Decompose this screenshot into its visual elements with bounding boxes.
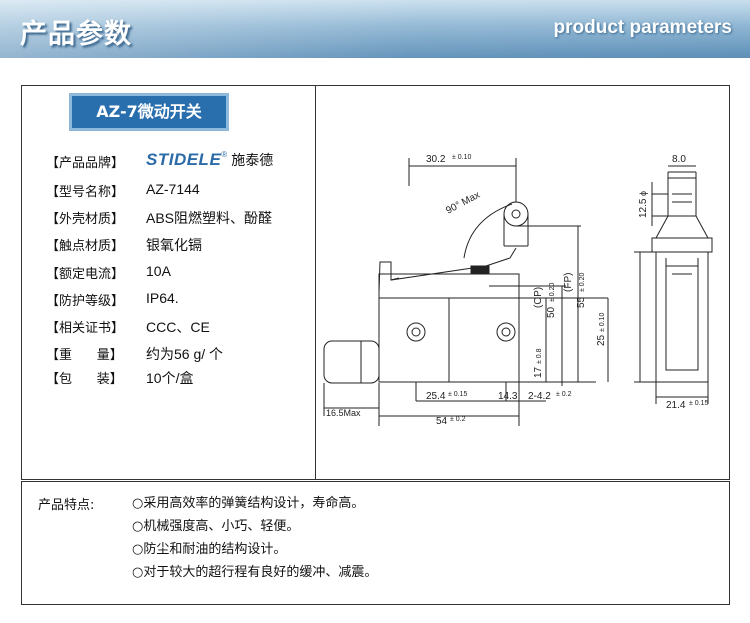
brand-registered-mark: ®	[221, 150, 228, 159]
spec-value: STIDELE®施泰德	[146, 150, 273, 170]
lever	[378, 247, 517, 293]
dim-h25: 25	[596, 334, 607, 346]
spec-label: 【额定电流】	[46, 267, 125, 282]
dim-h125-sym: ϕ	[638, 191, 648, 196]
features-panel: 产品特点: ○采用高效率的弹簧结构设计，寿命高。 ○机械强度高、小巧、轻便。 ○…	[21, 481, 730, 605]
dim-d254: 25.4	[426, 391, 446, 402]
dim-d16: 16.5Max	[326, 408, 361, 418]
plunger	[470, 265, 490, 275]
dim-fp-tol: ± 0.20	[579, 272, 586, 292]
side-view-body	[655, 252, 709, 383]
feature-item: ○防尘和耐油的结构设计。	[132, 542, 287, 557]
header-title-cn: 产品参数	[20, 19, 132, 50]
dim-angle: 90° Max	[444, 190, 482, 217]
terminal-block	[323, 340, 380, 384]
dim-h17: 17	[533, 366, 544, 378]
product-title: AZ-7微动开关	[69, 93, 229, 131]
dim-d242: 2-4.2	[528, 391, 551, 402]
mount-hole-right	[496, 322, 516, 342]
rotation-arc	[463, 203, 513, 259]
spec-label: 【外壳材质】	[46, 212, 125, 227]
spec-label: 【重 量】	[46, 348, 123, 363]
dim-h25-tol: ± 0.10	[599, 312, 606, 332]
dim-d254-tol: ± 0.15	[448, 391, 468, 398]
dim-top: 30.2	[426, 154, 446, 165]
header-title-en: product parameters	[553, 17, 732, 38]
dim-h125: 12.5	[638, 198, 649, 218]
dim-op-val: 50	[546, 306, 557, 318]
brand-logo: STIDELE	[146, 150, 222, 169]
spec-label: 【触点材质】	[46, 239, 125, 254]
dim-op-tol: ± 0.20	[549, 282, 556, 302]
spec-label: 【包 装】	[46, 372, 123, 387]
dim-fp-val: 55	[576, 296, 587, 308]
spec-label: 【相关证书】	[46, 321, 125, 336]
spec-value: 10个/盒	[146, 370, 194, 386]
spec-value: CCC、CE	[146, 319, 210, 335]
spec-value: IP64.	[146, 290, 179, 306]
dim-d143: 14.3	[498, 391, 518, 402]
mount-hole-left	[406, 322, 426, 342]
dim-op: (OP)	[533, 287, 544, 308]
dim-h17-tol: ± 0.8	[536, 348, 543, 364]
brand-name: 施泰德	[231, 153, 274, 169]
technical-drawing: 30.2 ± 0.10 90° Max (OP) 50 ± 0.20 (FP) …	[323, 154, 713, 427]
spec-value: AZ-7144	[146, 181, 200, 197]
spec-panel: AZ-7微动开关 【产品品牌】 STIDELE®施泰德 【型号名称】 AZ-71…	[21, 85, 730, 480]
panel-divider	[315, 86, 316, 479]
feature-item: ○采用高效率的弹簧结构设计，寿命高。	[132, 496, 365, 511]
spec-value: 10A	[146, 263, 171, 279]
dim-fp: (FP)	[563, 273, 574, 292]
side-view-bracket	[651, 237, 713, 253]
spec-label: 【产品品牌】	[46, 156, 125, 171]
spec-value: ABS阻燃塑料、酚醛	[146, 210, 273, 226]
dim-d54: 54	[436, 416, 448, 427]
spec-label: 【型号名称】	[46, 185, 125, 200]
features-label: 产品特点:	[38, 498, 95, 513]
dim-top-tol: ± 0.10	[452, 154, 472, 161]
spec-value: 银氧化镉	[146, 237, 202, 253]
dim-w8: 8.0	[672, 154, 686, 165]
dim-w214: 21.4	[666, 400, 686, 411]
dim-d54-tol: ± 0.2	[450, 416, 466, 423]
header-banner: 产品参数 product parameters	[0, 0, 750, 58]
spec-value: 约为56 g/ 个	[146, 346, 224, 362]
dim-w214-tol: ± 0.15	[689, 400, 709, 407]
spec-label: 【防护等级】	[46, 294, 125, 309]
dim-d242-tol: ± 0.2	[556, 391, 572, 398]
side-view-roller	[667, 177, 697, 217]
header-gloss	[0, 0, 750, 58]
feature-item: ○机械强度高、小巧、轻便。	[132, 519, 300, 534]
feature-item: ○对于较大的超行程有良好的缓冲、减震。	[132, 565, 378, 580]
